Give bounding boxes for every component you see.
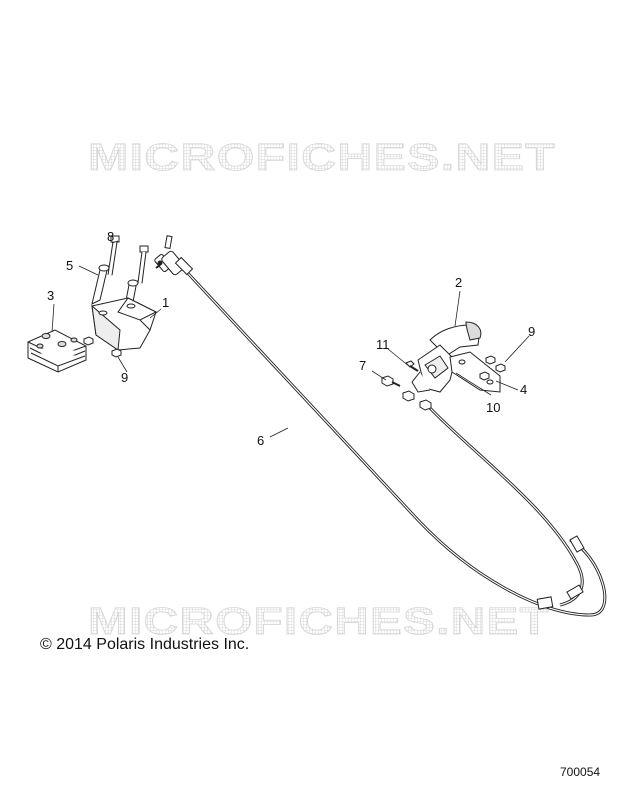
screw-11 <box>405 360 419 372</box>
callout-6: 6 <box>257 433 264 448</box>
callout-labels: 8 5 3 1 9 2 9 11 7 4 10 6 <box>47 229 535 448</box>
callout-3: 3 <box>47 288 54 303</box>
clamp-block-3 <box>27 329 87 373</box>
cable-6 <box>181 266 607 617</box>
callout-9-right: 9 <box>528 324 535 339</box>
bolt-7 <box>381 375 432 411</box>
watermark-top: MICROFICHES.NET <box>88 137 556 179</box>
copyright-notice: © 2014 Polaris Industries Inc. <box>40 636 250 653</box>
callout-4: 4 <box>520 382 527 397</box>
callout-8: 8 <box>107 229 114 244</box>
document-id: 700054 <box>560 765 601 779</box>
callout-1: 1 <box>162 295 169 310</box>
callout-10: 10 <box>486 400 500 415</box>
callout-2: 2 <box>455 275 462 290</box>
nut-9-left <box>83 336 122 358</box>
bolt-8 <box>107 235 149 284</box>
brake-lever-2 <box>411 321 482 393</box>
callout-11: 11 <box>376 337 390 352</box>
nut-9-right <box>479 355 506 381</box>
leader-lines <box>51 240 530 438</box>
watermark-bottom: MICROFICHES.NET <box>88 601 550 643</box>
callout-9-left: 9 <box>121 370 128 385</box>
cable-end-fitting <box>154 235 194 276</box>
callout-5: 5 <box>66 258 73 273</box>
bracket-1 <box>91 297 158 351</box>
mount-plate-4 <box>449 351 501 393</box>
callout-7: 7 <box>359 358 366 373</box>
